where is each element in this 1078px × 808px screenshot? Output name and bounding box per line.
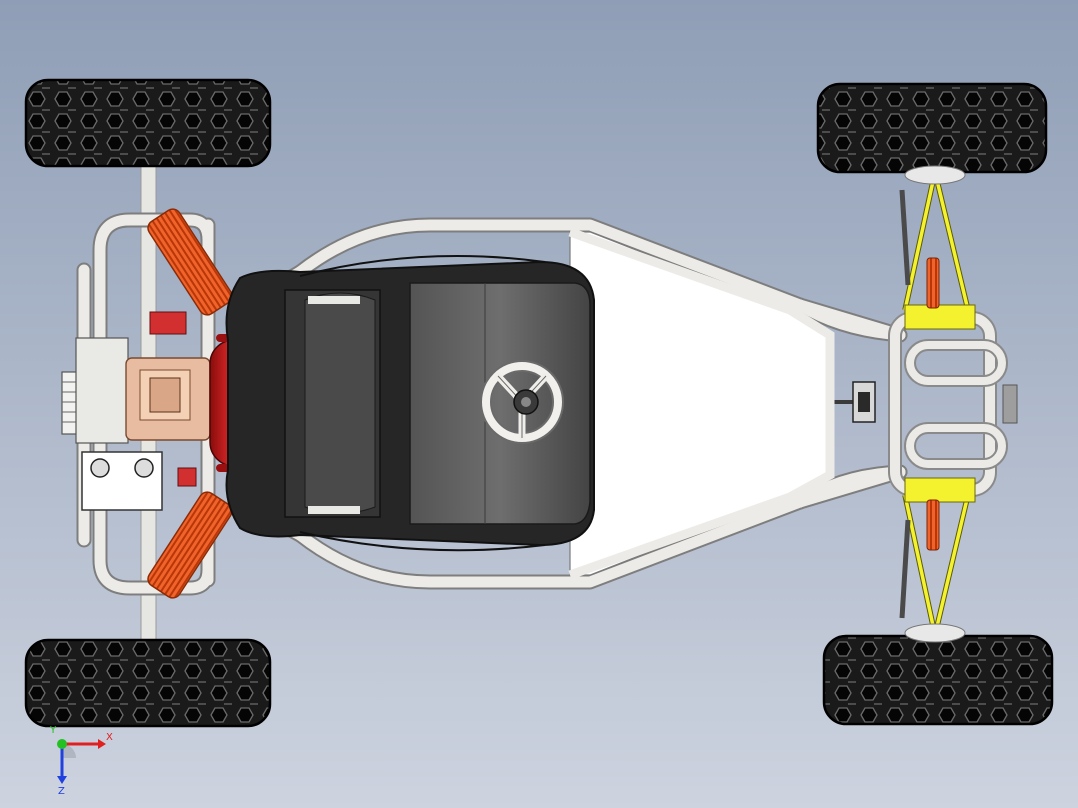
z-axis-label: Z: [58, 786, 65, 796]
front-shocks[interactable]: [926, 257, 940, 551]
front-hubs: [904, 165, 966, 643]
rear-right-tire[interactable]: [24, 638, 272, 728]
floor-pan[interactable]: [569, 231, 831, 576]
steering-wheel[interactable]: [480, 360, 564, 444]
front-suspension-arms[interactable]: [902, 171, 971, 636]
x-axis-label: X: [106, 732, 113, 743]
front-right-tire[interactable]: [822, 634, 1054, 726]
seat[interactable]: [225, 255, 595, 552]
front-cross-member[interactable]: [888, 311, 1018, 497]
steering-rack[interactable]: [852, 381, 876, 423]
seat-crossbars: [308, 296, 360, 514]
x-axis-head: [98, 739, 106, 749]
engine[interactable]: [61, 311, 211, 511]
z-axis-head: [57, 776, 67, 784]
rear-shocks[interactable]: [145, 206, 235, 601]
y-axis-label: Y: [49, 726, 57, 736]
tie-rods[interactable]: [899, 189, 911, 619]
front-left-tire[interactable]: [816, 82, 1048, 174]
rear-left-tire[interactable]: [24, 78, 272, 168]
y-axis-dot: [57, 739, 67, 749]
coordinate-triad: X Y Z: [49, 726, 113, 796]
